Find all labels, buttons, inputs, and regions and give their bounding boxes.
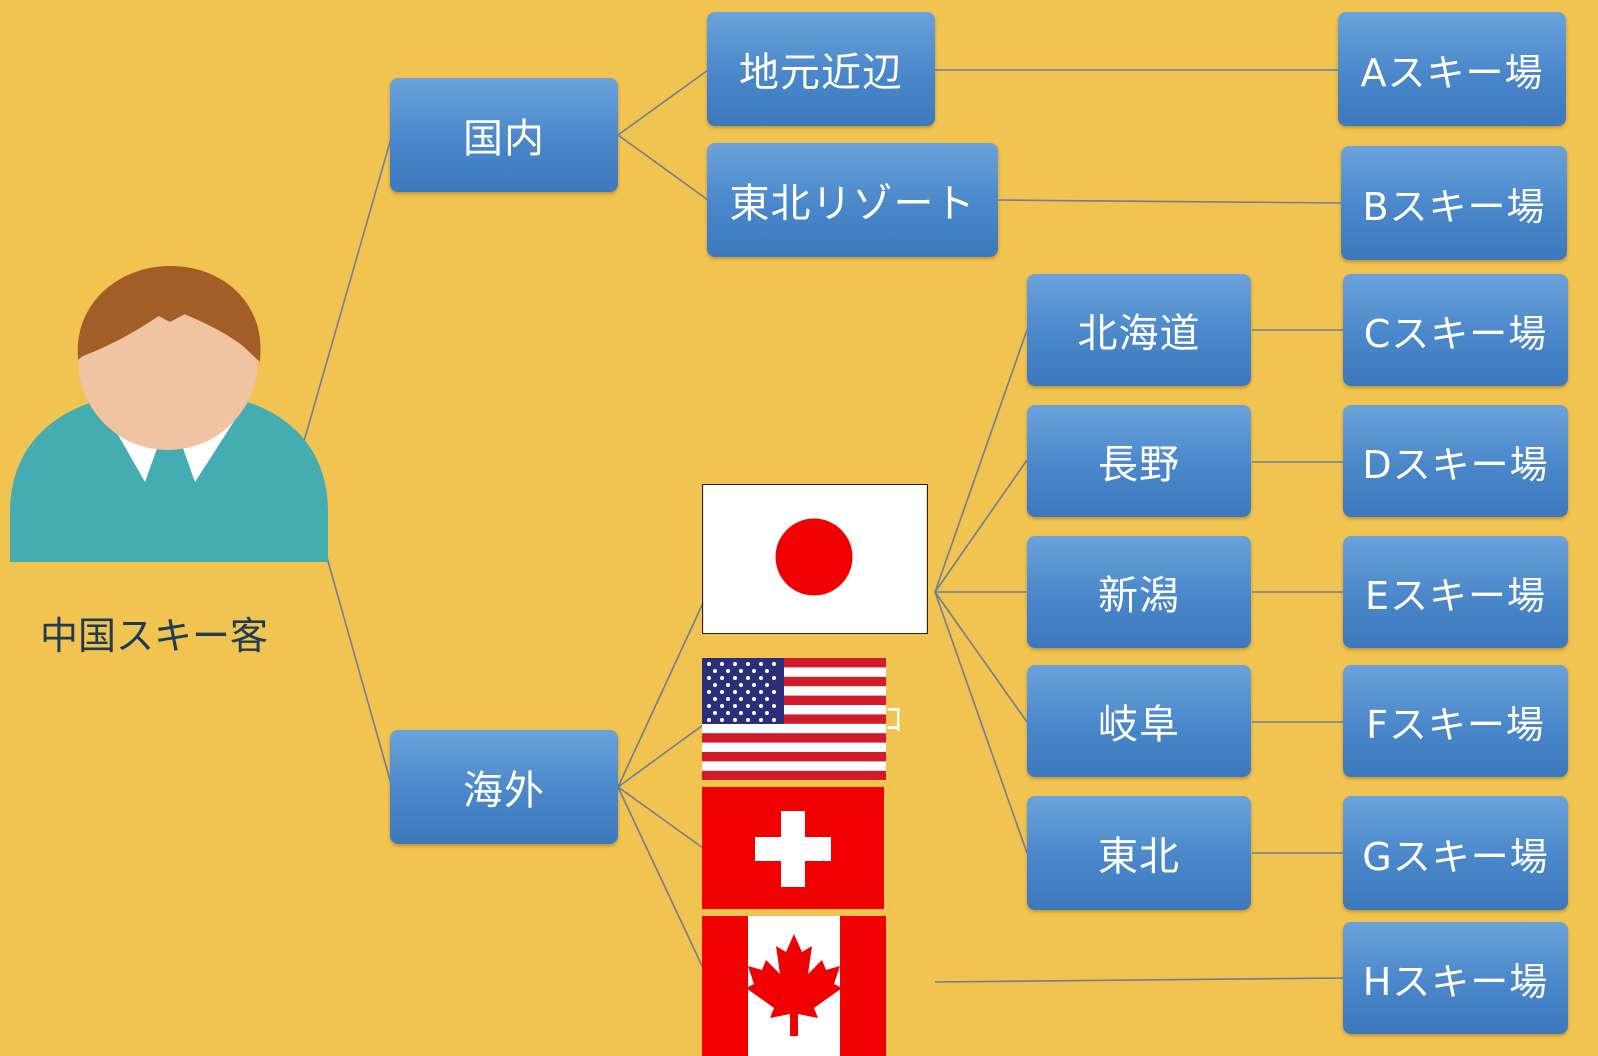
connector-overseas-switzerland [617, 786, 704, 849]
nagano-node-label: 長野 [1098, 442, 1180, 488]
connector-domestic-tohoku [617, 134, 709, 201]
connector-canada-h [934, 977, 1344, 983]
tohoku-node[interactable]: 東北 [1027, 796, 1251, 910]
canada-flag-icon[interactable] [702, 916, 886, 1056]
gifu-node[interactable]: 岐阜 [1027, 665, 1251, 777]
ski-resort-d-node[interactable]: Dスキー場 [1343, 405, 1568, 517]
connector-customer-domestic [299, 134, 393, 456]
ski-resort-c-node[interactable]: Cスキー場 [1343, 274, 1568, 386]
connector-overseas-usa [617, 724, 704, 788]
domestic-node-label: 国内 [463, 116, 545, 162]
domestic-node[interactable]: 国内 [390, 78, 618, 192]
ski-resort-d-label: Dスキー場 [1362, 442, 1549, 487]
connector-japan-hokkaido [934, 329, 1028, 593]
connector-japan-tohoku [934, 591, 1028, 854]
ski-resort-a-node[interactable]: Aスキー場 [1338, 12, 1566, 126]
connector-overseas-japan [617, 602, 704, 788]
switzerland-flag-icon[interactable] [702, 787, 884, 909]
hokkaido-node-label: 北海道 [1077, 311, 1201, 357]
customer-label: 中国スキー客 [40, 614, 269, 658]
ski-resort-a-label: Aスキー場 [1360, 50, 1544, 95]
ski-resort-h-label: Hスキー場 [1362, 959, 1549, 1004]
ski-resort-c-label: Cスキー場 [1363, 311, 1548, 356]
ski-resort-f-label: Fスキー場 [1366, 702, 1545, 747]
connector-japan-nagano [934, 459, 1028, 593]
ski-resort-f-node[interactable]: Fスキー場 [1343, 665, 1568, 777]
tohoku-resort-node-label: 東北リゾート [729, 181, 976, 227]
ski-resort-e-label: Eスキー場 [1364, 573, 1546, 618]
connector-japan-gifu [934, 591, 1028, 723]
niigata-node-label: 新潟 [1098, 573, 1180, 619]
ski-resort-h-node[interactable]: Hスキー場 [1343, 922, 1568, 1034]
customer-person-icon [10, 266, 328, 562]
usa-flag-partial-mark: ｺ [885, 700, 902, 740]
ski-resort-b-label: Bスキー場 [1362, 184, 1546, 229]
overseas-node-label: 海外 [463, 768, 545, 814]
connector-overseas-canada [617, 786, 704, 969]
usa-flag-icon[interactable] [702, 658, 886, 780]
japan-flag-icon[interactable] [702, 484, 928, 634]
connector-tohoku-b [997, 199, 1343, 204]
tohoku-node-label: 東北 [1098, 834, 1180, 880]
niigata-node[interactable]: 新潟 [1027, 536, 1251, 648]
tohoku-resort-node[interactable]: 東北リゾート [707, 143, 998, 257]
ski-resort-e-node[interactable]: Eスキー場 [1343, 536, 1568, 648]
ski-resort-g-node[interactable]: Gスキー場 [1343, 796, 1568, 910]
hokkaido-node[interactable]: 北海道 [1027, 274, 1251, 386]
connector-domestic-local [617, 69, 709, 136]
ski-resort-g-label: Gスキー場 [1362, 834, 1549, 879]
local-area-node[interactable]: 地元近辺 [707, 12, 935, 126]
connector-customer-overseas [321, 539, 393, 788]
ski-resort-b-node[interactable]: Bスキー場 [1341, 146, 1567, 260]
local-area-node-label: 地元近辺 [739, 50, 903, 96]
gifu-node-label: 岐阜 [1098, 702, 1180, 748]
nagano-node[interactable]: 長野 [1027, 405, 1251, 517]
overseas-node[interactable]: 海外 [390, 730, 618, 844]
